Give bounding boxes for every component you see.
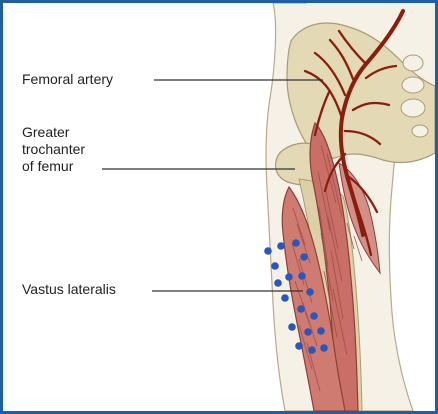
injection-point <box>295 342 303 350</box>
injection-point <box>298 272 306 280</box>
pelvic-foramen-3 <box>401 99 425 117</box>
injection-point <box>285 273 293 281</box>
greater-trochanter-label-line-2: trochanter <box>22 141 85 158</box>
anatomy-illustration <box>3 3 435 411</box>
injection-point <box>304 328 312 336</box>
injection-point <box>288 323 296 331</box>
injection-point <box>264 247 272 255</box>
pelvic-foramen-2 <box>402 77 424 93</box>
injection-point <box>274 279 282 287</box>
injection-point <box>297 305 305 313</box>
injection-point <box>306 288 314 296</box>
injection-point <box>277 242 285 250</box>
injection-point <box>320 344 328 352</box>
greater-trochanter-label: Greater trochanter of femur <box>22 124 85 175</box>
injection-point <box>281 294 289 302</box>
greater-trochanter-label-line-3: of femur <box>22 158 85 175</box>
femoral-artery-label: Femoral artery <box>22 71 113 88</box>
injection-point <box>271 262 279 270</box>
injection-point <box>292 239 300 247</box>
injection-point <box>300 253 308 261</box>
injection-point <box>317 327 325 335</box>
injection-point <box>310 312 318 320</box>
injection-point <box>308 346 316 354</box>
greater-trochanter-label-line-1: Greater <box>22 124 85 141</box>
pelvic-foramen-1 <box>403 55 423 71</box>
vastus-lateralis-label: Vastus lateralis <box>22 281 116 298</box>
pelvic-foramen-4 <box>412 125 428 137</box>
